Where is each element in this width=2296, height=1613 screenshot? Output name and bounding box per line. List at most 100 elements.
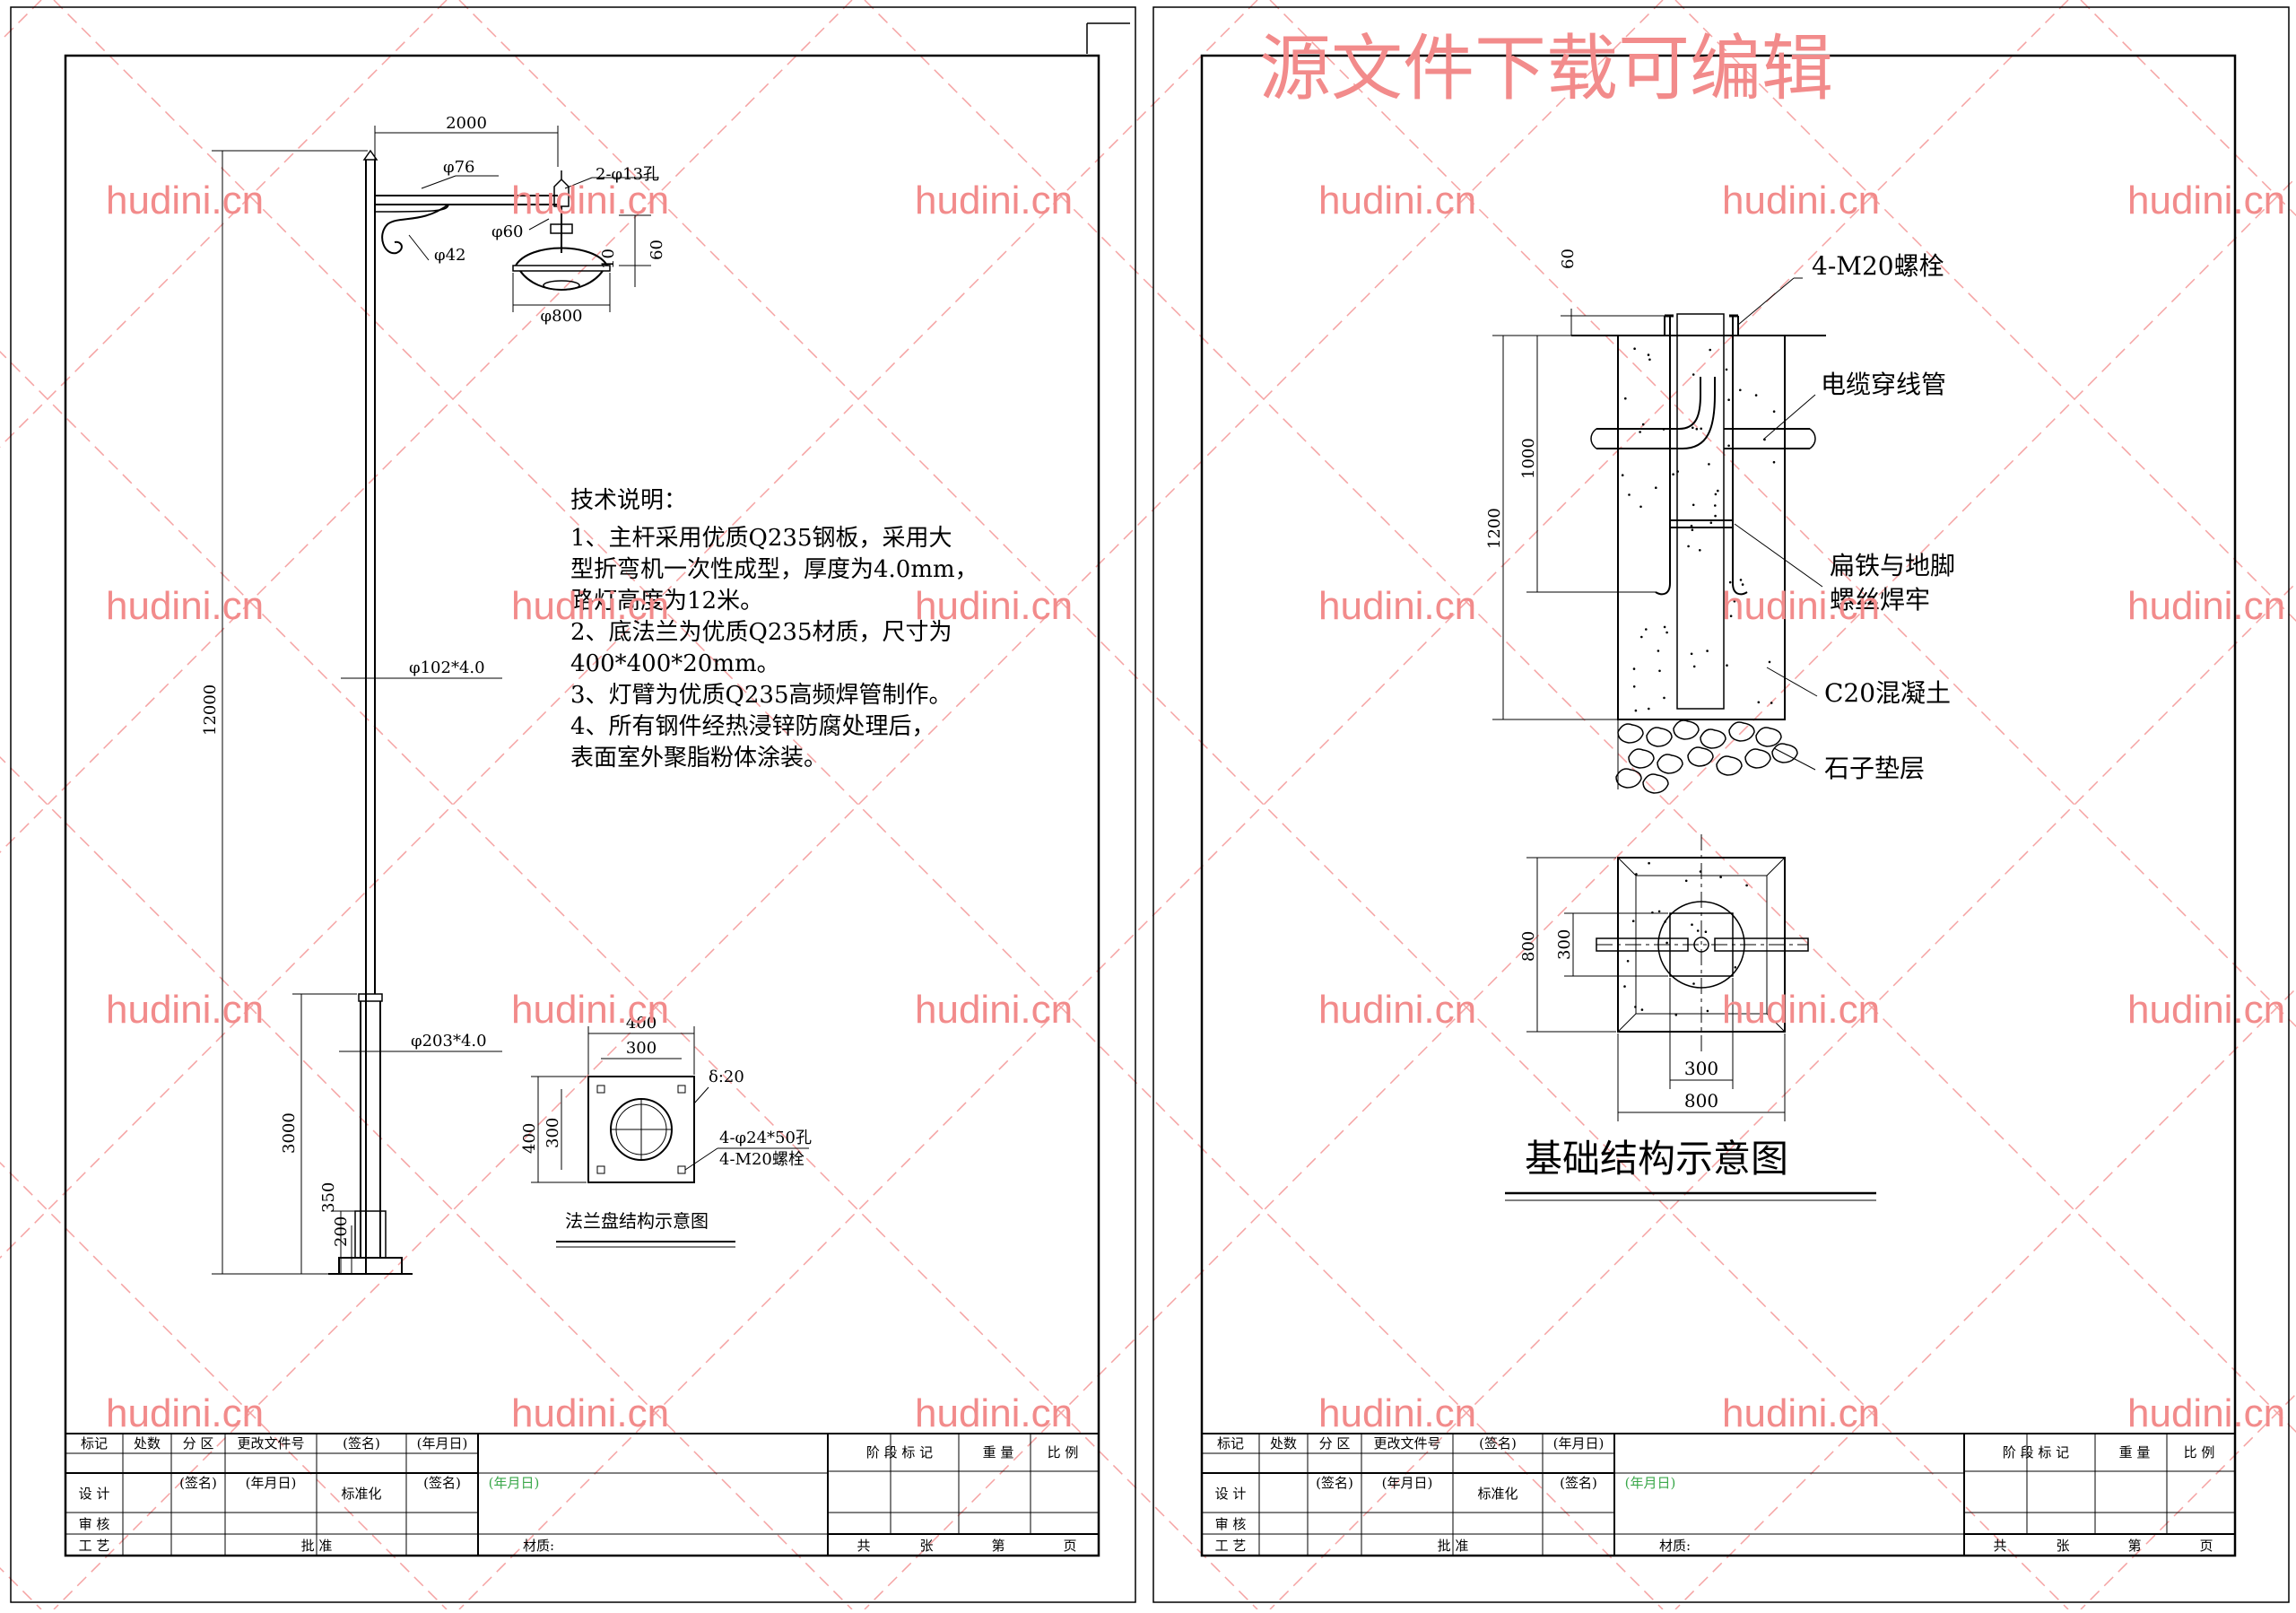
tech-note-line: 路灯高度为12米。 (570, 588, 763, 615)
tech-note-line: 表面室外聚脂粉体涂装。 (570, 745, 827, 772)
dim-total-height: 12000 (201, 684, 220, 736)
watermark-site: hudini.cn (2127, 1391, 2285, 1435)
title-block-cell: 共 (1993, 1538, 2006, 1554)
title-block-cell: 第 (991, 1538, 1004, 1554)
tech-note-line: 4、所有钢件经热浸锌防腐处理后， (570, 713, 935, 740)
right-sheet (1152, 6, 2290, 1603)
tech-note-line: 1、主杆采用优质Q235钢板，采用大 (570, 525, 952, 552)
fnd-concrete-label: C20混凝土 (1824, 678, 1951, 708)
watermark-site: hudini.cn (915, 988, 1073, 1032)
tech-note-line: 400*400*20mm。 (570, 650, 780, 677)
watermark-site: hudini.cn (1318, 584, 1476, 628)
title-block-cell: 设 计 (1215, 1486, 1247, 1502)
title-block-right: 标记 处数 分 区 更改文件号 (签名) (年月日) 设 计 (签名) (年月日) 标准化 (签名)… (1202, 1433, 2235, 1556)
title-block-cell: (签名) (1479, 1435, 1517, 1452)
flange-outer-v: 400 (520, 1123, 539, 1154)
watermark-site: hudini.cn (915, 1391, 1073, 1435)
fnd-weld-label-1: 扁铁与地脚 (1830, 551, 1955, 580)
flange-inner: 300 (626, 1039, 657, 1058)
title-block-cell: (年月日) (246, 1475, 297, 1491)
title-block-cell: 页 (2199, 1538, 2213, 1554)
title-block-cell: (签名) (1316, 1475, 1353, 1491)
flange-inner-v: 300 (544, 1118, 562, 1148)
title-block-cell: (签名) (343, 1435, 380, 1452)
watermark-site: hudini.cn (511, 584, 669, 628)
title-block-cell: 审 核 (79, 1516, 110, 1532)
dim-arm-dia: φ76 (443, 158, 475, 177)
title-block-cell: 批 准 (301, 1538, 333, 1554)
plan-outer-h: 800 (1684, 1090, 1718, 1112)
dim-flange-height: 200 (332, 1216, 351, 1247)
watermark-site: hudini.cn (1722, 988, 1880, 1032)
fnd-depth-inner: 1000 (1519, 438, 1538, 479)
flange-bolts: 4-M20螺栓 (719, 1150, 804, 1169)
title-block-cell: (签名) (423, 1475, 461, 1491)
left-sheet (10, 6, 1136, 1603)
watermark-site: hudini.cn (1722, 179, 1880, 222)
watermark-site: hudini.cn (106, 584, 264, 628)
title-block-cell: 标准化 (1477, 1486, 1518, 1502)
title-block-cell: 工 艺 (79, 1538, 110, 1554)
dim-base-height: 350 (319, 1182, 338, 1213)
title-block-cell: 第 (2127, 1538, 2141, 1554)
title-block-cell: 审 核 (1215, 1516, 1247, 1532)
title-block-cell: 张 (2056, 1538, 2069, 1554)
title-block-cell: 分 区 (183, 1435, 214, 1452)
title-block-cell: (年月日) (417, 1435, 468, 1452)
title-block-cell: 比 例 (1048, 1444, 1079, 1460)
watermark-site: hudini.cn (106, 1391, 264, 1435)
fnd-gravel-label: 石子垫层 (1824, 754, 1925, 783)
plan-outer-v: 800 (1519, 931, 1538, 962)
watermark-site: hudini.cn (2127, 584, 2285, 628)
title-block-cell: 处数 (134, 1435, 161, 1452)
watermark-site: hudini.cn (511, 179, 669, 222)
title-block-cell: 设 计 (79, 1486, 110, 1502)
title-block-cell: (年月日) (1553, 1435, 1605, 1452)
plan-inner-h: 300 (1684, 1058, 1718, 1079)
watermark-site: hudini.cn (106, 988, 264, 1032)
dim-lamp-dia: φ800 (541, 307, 583, 326)
title-block-cell: (签名) (1560, 1475, 1597, 1491)
title-block-cell: 页 (1063, 1538, 1076, 1554)
flange-thickness: δ:20 (709, 1068, 744, 1086)
fnd-weld-label-2: 螺丝焊牢 (1830, 585, 1930, 615)
title-block-cell: (年月日) (489, 1475, 540, 1491)
plan-inner-v: 300 (1555, 929, 1574, 960)
watermark-site: hudini.cn (1318, 988, 1476, 1032)
tech-note-line: 型折弯机一次性成型，厚度为4.0mm， (570, 556, 978, 583)
watermark-site: hudini.cn (1318, 1391, 1476, 1435)
title-block-cell: 张 (919, 1538, 933, 1554)
watermark-site: hudini.cn (106, 179, 264, 222)
tech-notes-heading: 技术说明： (570, 487, 687, 514)
title-block-cell: 分 区 (1319, 1435, 1351, 1452)
dim-lamp-gap: 10 (599, 248, 618, 269)
tech-note-line: 3、灯臂为优质Q235高频焊管制作。 (570, 682, 952, 709)
title-block-cell: 比 例 (2184, 1444, 2215, 1460)
title-block-cell: 材质: (523, 1538, 554, 1554)
title-block-cell: 重 量 (2119, 1444, 2151, 1460)
watermark-site: hudini.cn (2127, 988, 2285, 1032)
title-block-cell: (年月日) (1625, 1475, 1676, 1491)
title-block-cell: 标记 (81, 1435, 108, 1452)
flange-detail: 400 300 400 300 δ:20 4-φ24*50孔 4-M20螺栓 法… (520, 1014, 812, 1248)
watermark-site: hudini.cn (1722, 584, 1880, 628)
foundation-section: 60 1000 1200 4-M20螺栓 电缆穿线管 扁铁与地脚 螺丝焊牢 C2… (1485, 248, 1955, 794)
title-block-cell: 标准化 (341, 1486, 381, 1502)
title-block-cell: (签名) (179, 1475, 217, 1491)
foundation-plan: 800 300 300 800 基础结构示意图 (1505, 834, 1876, 1201)
title-block-cell: 标记 (1217, 1435, 1244, 1452)
fnd-conduit-label: 电缆穿线管 (1821, 370, 1946, 399)
title-block-cell: 处数 (1270, 1435, 1297, 1452)
dim-scroll: φ42 (434, 246, 466, 265)
title-block-cell: 更改文件号 (237, 1435, 304, 1452)
street-lamp-elevation: 2000 φ76 2-φ13孔 φ60 φ42 60 10 φ800 12000 (201, 114, 666, 1275)
dim-lower-height: 3000 (280, 1112, 299, 1154)
flange-holes: 4-φ24*50孔 (719, 1129, 812, 1147)
title-block-cell: (年月日) (1382, 1475, 1433, 1491)
title-block-cell: 工 艺 (1215, 1538, 1247, 1554)
title-block-cell: 材质: (1659, 1538, 1691, 1554)
title-block-cell: 更改文件号 (1373, 1435, 1440, 1452)
